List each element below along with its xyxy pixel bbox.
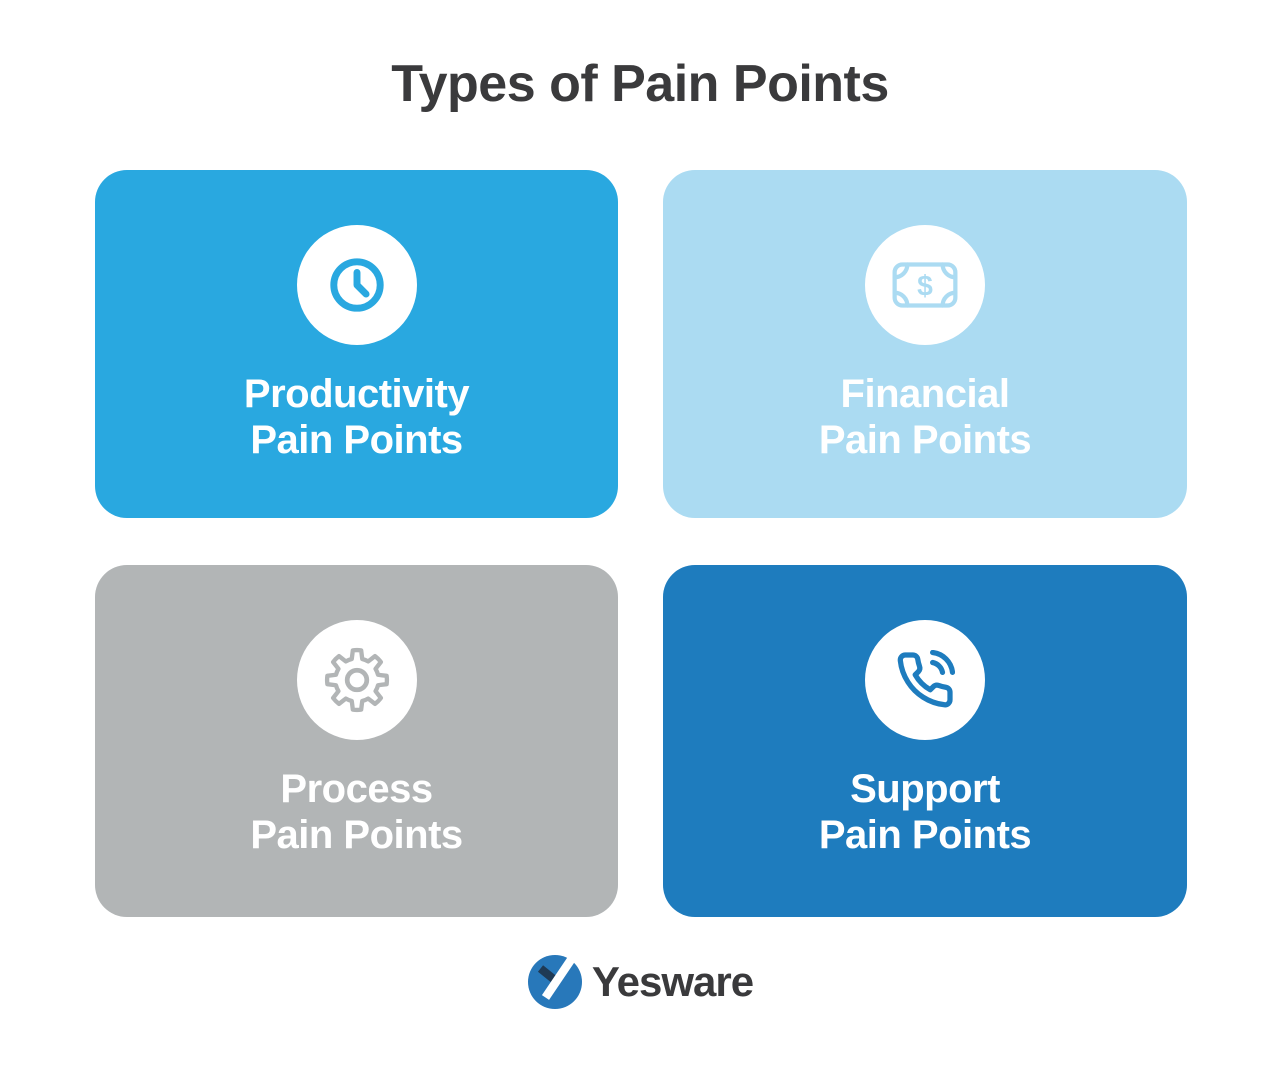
phone-icon [865,620,985,740]
card-label-line1: Financial [840,372,1010,416]
card-financial: $ Financial Pain Points [663,170,1187,518]
card-process: Process Pain Points [95,565,618,917]
yesware-logo-icon [527,955,582,1009]
card-label-productivity: Productivity Pain Points [243,371,470,463]
pain-points-grid: Productivity Pain Points $ Financial Pai… [95,170,1187,917]
card-label-financial: Financial Pain Points [818,371,1032,463]
card-label-line2: Pain Points [818,813,1032,857]
card-label-line2: Pain Points [818,418,1032,462]
card-label-line1: Productivity [243,372,470,416]
card-label-line1: Support [850,767,1000,811]
card-support: Support Pain Points [663,565,1187,917]
page-title: Types of Pain Points [391,55,889,113]
logo-y-main-stroke [541,955,576,1000]
card-label-line2: Pain Points [250,813,463,857]
dollar-sign-glyph: $ [917,270,933,302]
clock-icon [296,225,417,345]
card-label-line2: Pain Points [250,418,463,462]
brand-name: Yesware [591,958,754,1005]
brand-footer: Yesware [0,954,1280,1010]
money-icon: $ [865,225,985,345]
card-label-support: Support Pain Points [818,766,1032,858]
card-productivity: Productivity Pain Points [95,170,618,518]
gear-icon [296,620,417,740]
card-label-process: Process Pain Points [250,766,463,858]
card-label-line1: Process [280,767,433,811]
